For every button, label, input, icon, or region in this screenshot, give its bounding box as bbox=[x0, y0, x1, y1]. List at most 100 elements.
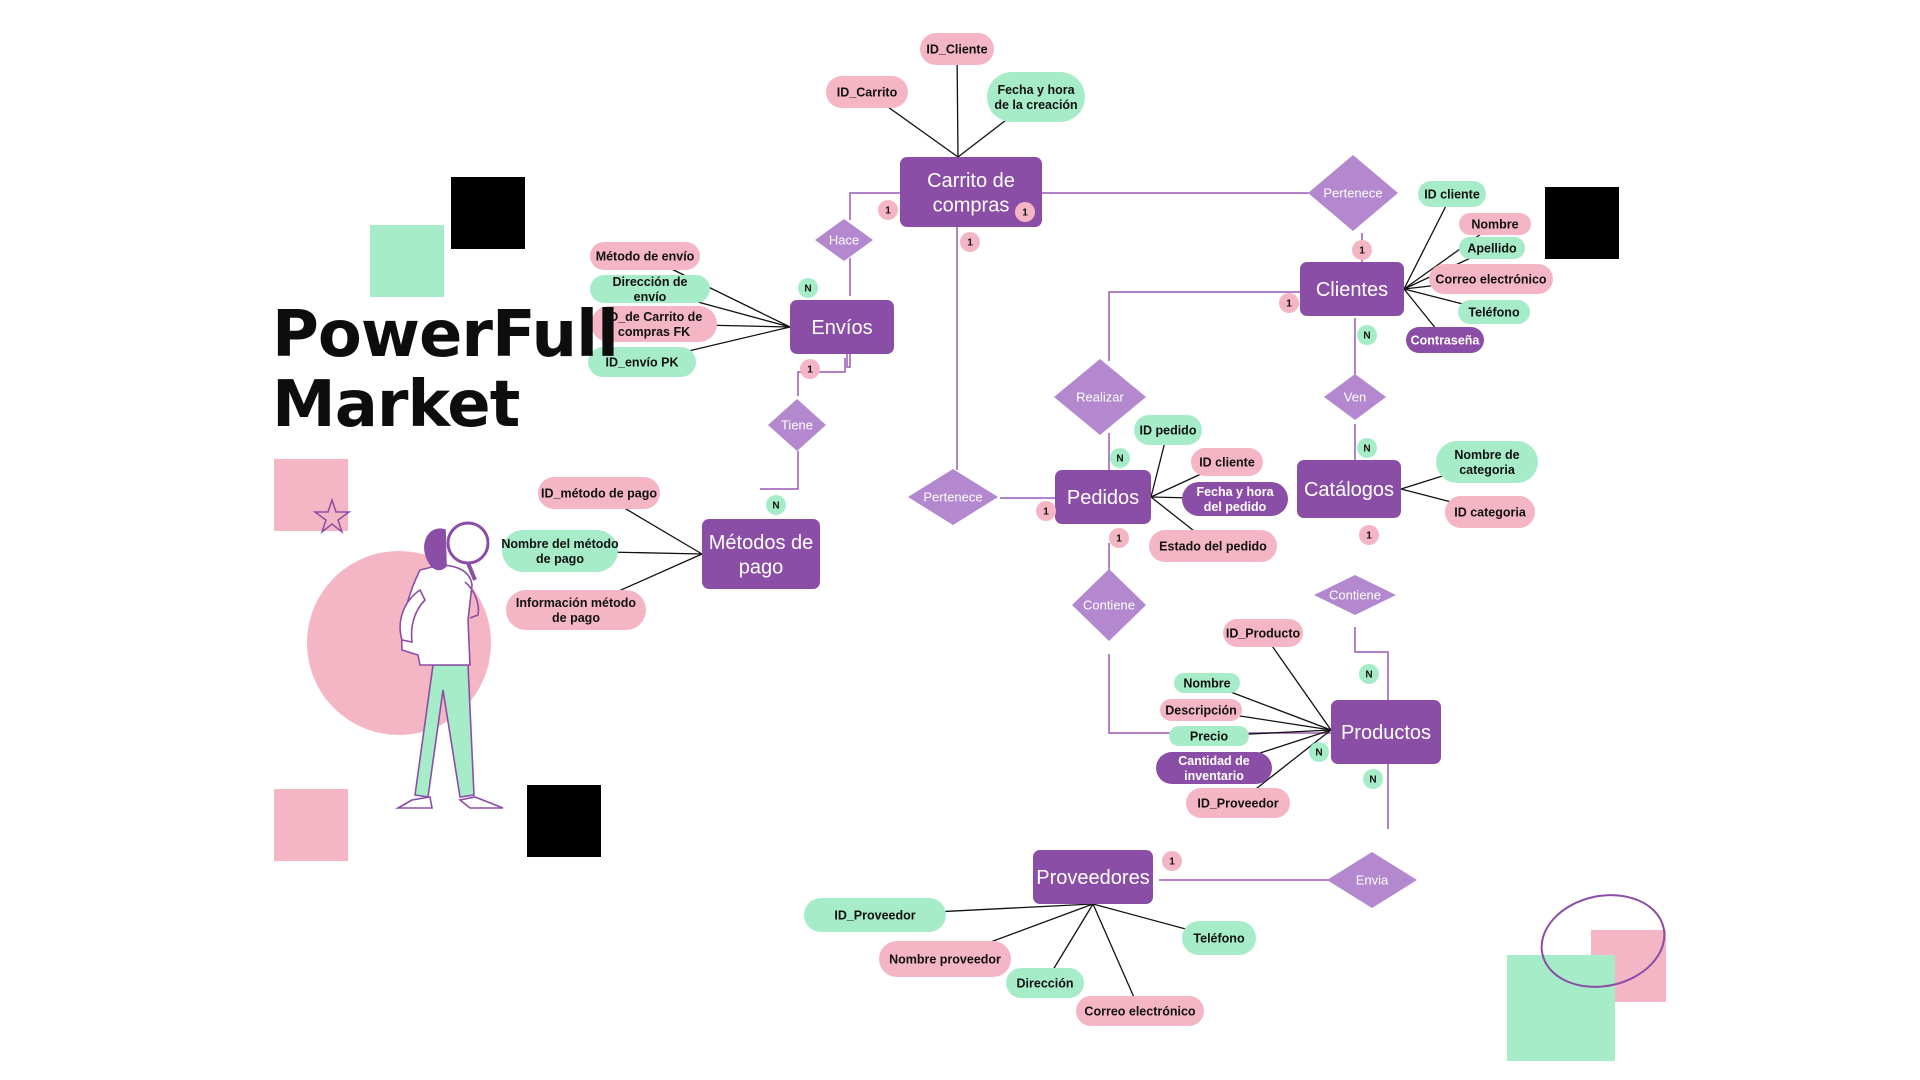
relation-contiene1[interactable] bbox=[1072, 569, 1146, 641]
deco-green-square bbox=[1507, 955, 1615, 1061]
deco-pink-square bbox=[274, 789, 348, 861]
entity-label-clientes: Clientes bbox=[1316, 279, 1388, 301]
cardinality-label: 1 bbox=[1169, 857, 1175, 868]
decorations bbox=[274, 177, 1666, 1061]
cardinality-badge bbox=[1110, 448, 1130, 468]
connector bbox=[760, 451, 799, 490]
attribute-label-clientes-1: Nombre bbox=[1471, 218, 1518, 232]
attribute-catalogos-1 bbox=[1445, 496, 1535, 528]
entity-metodos[interactable] bbox=[702, 519, 820, 589]
relation-label-envia: Envia bbox=[1356, 873, 1389, 888]
attribute-link bbox=[1092, 903, 1141, 1012]
attribute-label-productos-1: Nombre bbox=[1183, 677, 1230, 691]
attribute-label-clientes-3: Correo electrónico bbox=[1435, 273, 1547, 287]
relation-ven[interactable] bbox=[1324, 374, 1386, 420]
cardinality-badge bbox=[798, 278, 818, 298]
attribute-proveedores-0 bbox=[804, 898, 946, 932]
deco-black-square bbox=[527, 785, 601, 857]
attribute-label-pedidos-1: ID cliente bbox=[1199, 456, 1255, 470]
entity-carrito[interactable] bbox=[900, 157, 1042, 227]
relation-contiene2[interactable] bbox=[1314, 575, 1396, 615]
attribute-pedidos-0 bbox=[1134, 415, 1202, 445]
cardinality-label: N bbox=[1363, 331, 1370, 342]
connector bbox=[1354, 627, 1389, 700]
cardinality-label: N bbox=[1116, 454, 1123, 465]
attribute-label-envios-0: Método de envío bbox=[596, 250, 695, 264]
cardinality-label: N bbox=[1369, 775, 1376, 786]
attribute-link bbox=[1403, 193, 1453, 290]
relation-realizar[interactable] bbox=[1054, 359, 1146, 435]
cardinality-label: 1 bbox=[1286, 299, 1292, 310]
relation-label-tiene: Tiene bbox=[781, 418, 813, 433]
attribute-productos-1 bbox=[1174, 673, 1240, 693]
attribute-clientes-5 bbox=[1406, 327, 1484, 353]
relation-pertenece2[interactable] bbox=[908, 469, 998, 525]
cardinality-badge bbox=[1359, 525, 1379, 545]
cardinality-label: 1 bbox=[1366, 531, 1372, 542]
entity-pedidos[interactable] bbox=[1055, 470, 1151, 524]
entity-clientes[interactable] bbox=[1300, 262, 1404, 316]
attribute-clientes-1 bbox=[1459, 213, 1531, 235]
attribute-productos-2 bbox=[1160, 699, 1242, 721]
entity-label-catalogos: Catálogos bbox=[1304, 479, 1394, 501]
connector bbox=[1108, 654, 1350, 734]
attribute-proveedores-2 bbox=[1006, 968, 1084, 998]
cardinality-badge bbox=[1357, 325, 1377, 345]
cardinality-label: 1 bbox=[807, 365, 813, 376]
attribute-metodos-1 bbox=[502, 530, 618, 572]
relation-label-realizar: Realizar bbox=[1076, 390, 1124, 405]
entity-envios[interactable] bbox=[790, 300, 894, 354]
entity-label-productos: Productos bbox=[1341, 722, 1431, 744]
cardinality-label: N bbox=[1365, 670, 1372, 681]
relation-envia[interactable] bbox=[1327, 852, 1417, 908]
relation-pertenece1[interactable] bbox=[1308, 155, 1398, 231]
page-title: PowerFull Market bbox=[272, 300, 619, 440]
connector bbox=[849, 192, 900, 220]
attribute-label-productos-2: Descripción bbox=[1165, 704, 1237, 718]
attribute-clientes-2 bbox=[1459, 237, 1525, 259]
cardinality-badge bbox=[960, 232, 980, 252]
attribute-label-proveedores-4: Teléfono bbox=[1193, 932, 1245, 946]
attribute-clientes-3 bbox=[1429, 264, 1553, 294]
attribute-metodos-2 bbox=[506, 590, 646, 630]
attribute-productos-5 bbox=[1186, 788, 1290, 818]
attribute-productos-3 bbox=[1169, 726, 1249, 746]
relation-hace[interactable] bbox=[815, 219, 873, 261]
cardinality-badge bbox=[1363, 769, 1383, 789]
attribute-label-envios-3: ID_envío PK bbox=[606, 356, 679, 370]
attribute-proveedores-4 bbox=[1182, 921, 1256, 955]
attribute-proveedores-1 bbox=[879, 941, 1011, 977]
entity-proveedores[interactable] bbox=[1033, 850, 1153, 904]
attribute-productos-4 bbox=[1156, 752, 1272, 784]
entity-catalogos[interactable] bbox=[1297, 460, 1401, 518]
attribute-label-productos-5: ID_Proveedor bbox=[1197, 797, 1278, 811]
attribute-label-clientes-5: Contraseña bbox=[1411, 334, 1481, 348]
cardinality-badge bbox=[1357, 438, 1377, 458]
attribute-proveedores-3 bbox=[1076, 996, 1204, 1026]
relation-label-contiene1: Contiene bbox=[1083, 598, 1135, 613]
attribute-label-carrito-0: ID_Cliente bbox=[926, 43, 987, 57]
attribute-label-productos-3: Precio bbox=[1190, 730, 1229, 744]
relation-label-hace: Hace bbox=[829, 233, 859, 248]
attribute-envios-1 bbox=[590, 275, 710, 303]
entity-productos[interactable] bbox=[1331, 700, 1441, 764]
person-with-magnifier-illustration bbox=[394, 521, 504, 809]
cardinality-label: N bbox=[1363, 444, 1370, 455]
entity-label-envios: Envíos bbox=[811, 317, 872, 339]
cardinality-label: 1 bbox=[967, 238, 973, 249]
relation-tiene[interactable] bbox=[768, 399, 826, 451]
cardinality-badge bbox=[1162, 851, 1182, 871]
relation-label-pertenece1: Pertenece bbox=[1323, 186, 1382, 201]
cardinality-badge bbox=[1015, 202, 1035, 222]
attribute-metodos-0 bbox=[538, 477, 660, 509]
cardinality-badge bbox=[1359, 664, 1379, 684]
attribute-label-clientes-4: Teléfono bbox=[1468, 306, 1520, 320]
attribute-envios-3 bbox=[588, 347, 696, 377]
